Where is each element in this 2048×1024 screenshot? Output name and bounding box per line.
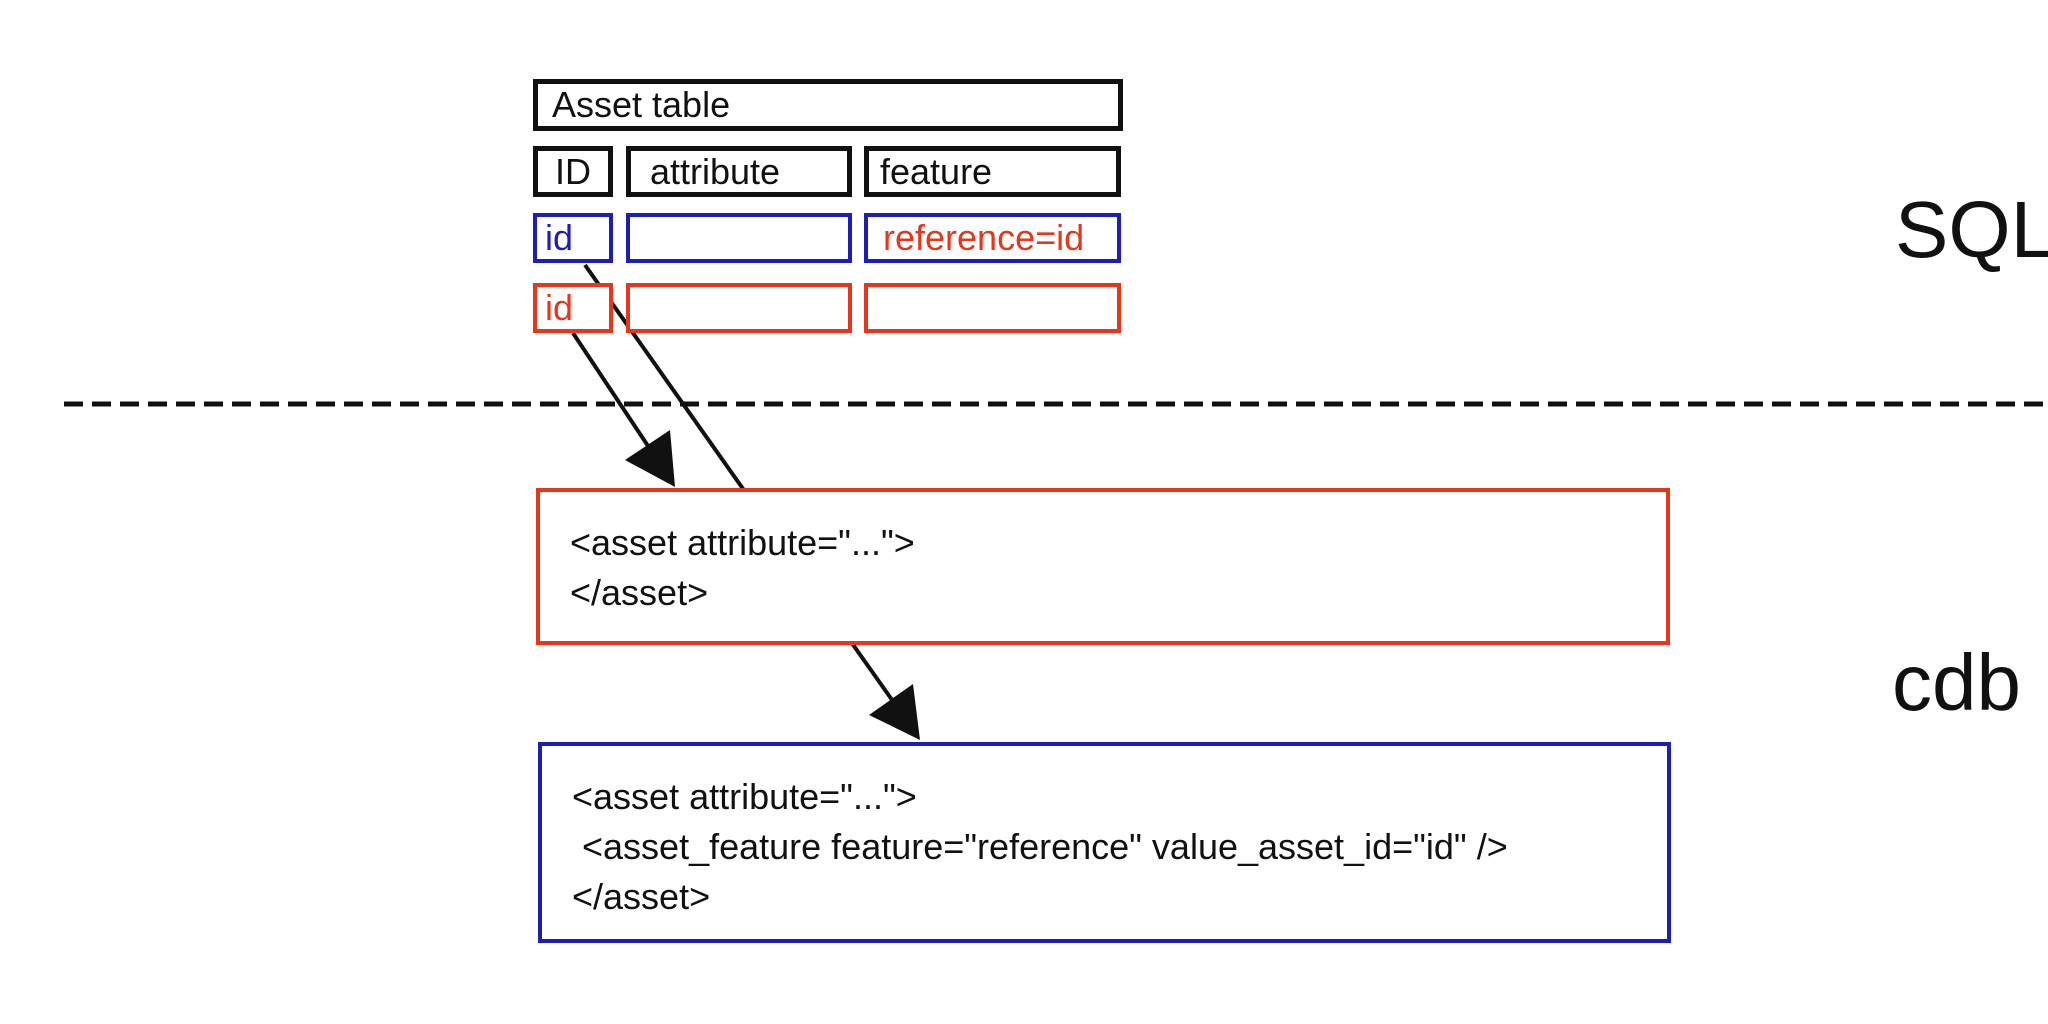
arrow-blue-id-to-blue-box-head: [869, 684, 920, 740]
blue-row-feature-value: reference=id: [883, 217, 1085, 258]
arrow-red-id-to-red-box-line: [571, 331, 654, 454]
asset-table-title: Asset table: [552, 84, 731, 125]
xml-code-line: <asset_feature feature="reference" value…: [572, 826, 1508, 867]
red-row-attribute-cell: [626, 283, 852, 333]
header-cell-feature: feature: [864, 146, 1121, 197]
blue-row-feature-cell: reference=id: [864, 213, 1121, 263]
blue-row-attribute-cell: [626, 213, 852, 263]
xml-code-line: </asset>: [572, 876, 711, 917]
xml-code-line: <asset attribute="...">: [572, 776, 917, 817]
blue-row-id-cell: id: [533, 213, 613, 263]
header-cell-id: ID: [533, 146, 613, 197]
asset-table-title-box: Asset table: [533, 79, 1123, 131]
xml-code-line: <asset attribute="...">: [570, 522, 915, 563]
sql-region-label: SQL: [1895, 185, 2048, 274]
header-feature-label: feature: [880, 150, 993, 192]
referenced-asset-xml-box: <asset attribute="..."> </asset>: [536, 488, 1670, 645]
xml-code-line: </asset>: [570, 572, 709, 613]
cdb-region-label: cdb: [1892, 638, 2021, 727]
header-attribute-label: attribute: [650, 150, 781, 192]
header-id-label: ID: [555, 150, 591, 192]
header-cell-attribute: attribute: [626, 146, 852, 197]
red-row-id-value: id: [545, 287, 574, 328]
blue-row-id-value: id: [545, 217, 574, 258]
referencing-asset-xml-box: <asset attribute="..."> <asset_feature f…: [538, 742, 1671, 943]
red-row-id-cell: id: [533, 283, 613, 333]
arrow-red-id-to-red-box-head: [625, 430, 675, 487]
red-row-feature-cell: [864, 283, 1121, 333]
